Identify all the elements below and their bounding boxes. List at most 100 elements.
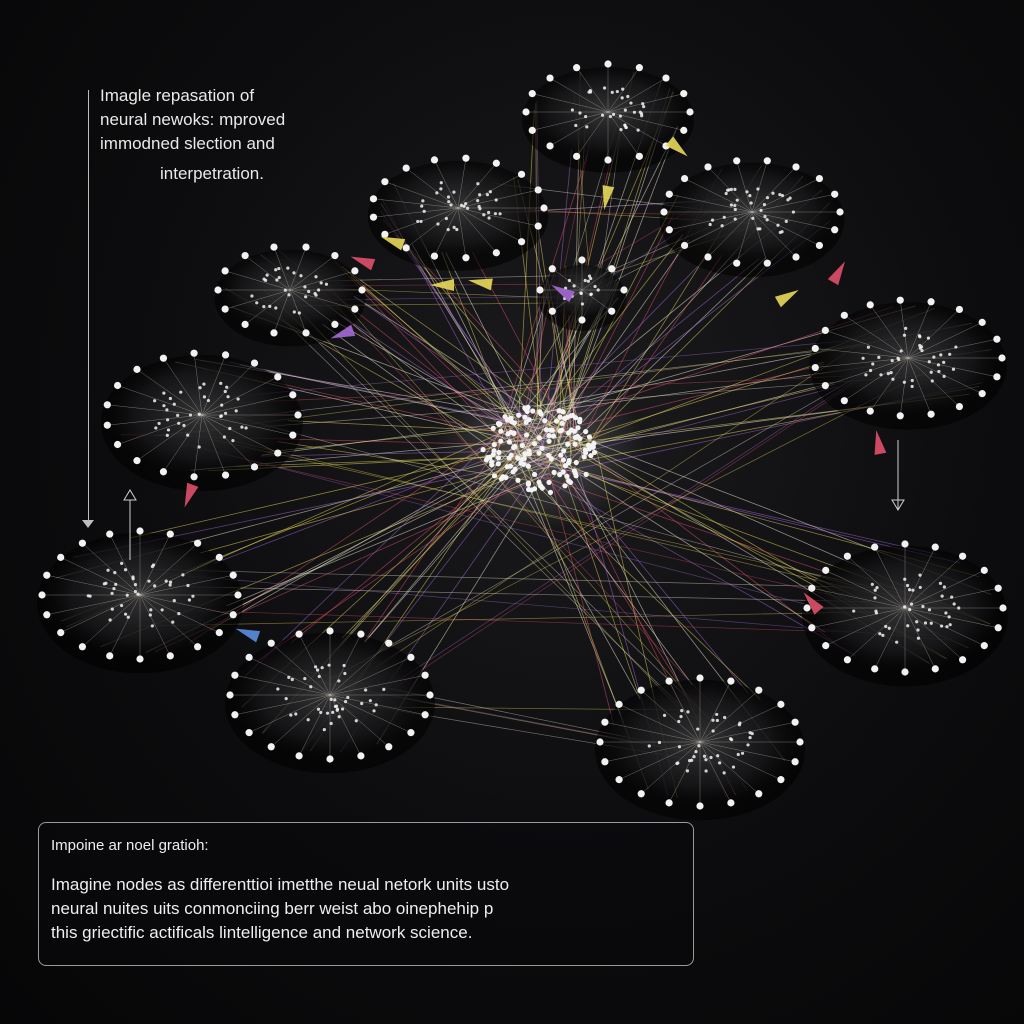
spoke-line [669,193,753,213]
spoke-line [298,634,331,696]
network-node-icon [166,418,170,422]
network-node-icon [932,355,936,359]
network-node-icon [904,326,908,330]
network-node-icon [916,628,920,632]
triangle-arrowhead-icon [350,256,376,271]
spoke-line [825,607,906,646]
spoke-line [60,557,141,596]
spoke-line [907,301,932,359]
spoke-line [532,93,609,113]
network-node-icon [150,564,154,569]
network-node-icon [662,74,670,82]
network-node-icon [419,219,423,224]
network-node-icon [788,196,792,200]
network-node-icon [944,611,948,615]
network-node-icon [608,307,616,315]
network-node-icon [784,219,788,223]
spoke-line [46,594,141,616]
network-node-icon [637,790,645,798]
network-node-icon [938,581,943,585]
spoke-line [641,690,701,743]
network-node-icon [948,623,952,627]
network-node-icon [120,603,124,608]
network-node-icon [718,761,722,765]
network-node-icon [635,152,643,160]
network-node-icon [907,588,912,592]
network-node-icon [329,697,333,701]
triangle-arrowhead-icon [184,482,199,508]
network-node-icon [733,259,741,267]
network-node-icon [957,606,961,610]
network-node-icon [866,345,871,349]
network-node-icon [466,206,470,210]
network-node-icon [447,200,451,204]
network-node-icon [890,359,894,363]
network-node-icon [287,293,291,297]
network-node-icon [478,193,482,197]
network-node-icon [583,428,589,435]
network-node-icon [531,486,538,492]
network-node-icon [452,190,456,194]
network-node-icon [222,435,227,439]
network-node-icon [506,439,513,445]
network-node-icon [444,216,448,221]
network-node-icon [133,365,141,373]
network-node-icon [264,278,268,282]
spoke-line [289,255,336,291]
network-node-icon [267,639,275,647]
edge-line [375,330,879,668]
network-node-icon [439,187,443,191]
spoke-line [607,93,684,113]
network-node-icon [786,198,790,202]
network-node-icon [402,164,410,172]
network-node-icon [578,111,582,115]
network-node-icon [936,363,941,367]
cluster [802,540,1008,687]
network-node-icon [106,652,114,660]
network-node-icon [575,425,581,431]
spoke-line [699,741,796,763]
network-node-icon [723,715,727,720]
spoke-line [684,178,753,213]
network-node-icon [168,580,173,584]
network-node-icon [286,266,290,270]
network-node-icon [265,273,269,277]
network-node-icon [815,241,824,250]
network-node-icon [123,612,128,616]
network-node-icon [188,413,193,417]
network-node-icon [704,253,712,261]
network-node-icon [980,642,988,650]
network-node-icon [147,579,151,583]
network-node-icon [843,552,851,560]
network-node-icon [546,438,552,444]
network-node-icon [587,274,592,278]
spoke-line [870,304,909,359]
network-node-icon [994,624,1002,632]
network-node-icon [729,203,734,207]
network-node-icon [686,108,694,116]
network-node-icon [836,208,844,216]
network-node-icon [749,201,753,205]
network-node-icon [176,413,180,417]
network-node-icon [564,414,571,420]
spoke-line [373,207,459,218]
network-node-icon [523,419,529,425]
network-node-icon [313,665,318,669]
spoke-line [899,357,909,416]
network-node-icon [791,718,799,726]
network-node-icon [498,212,502,216]
network-node-icon [113,440,122,449]
network-node-icon [303,676,307,681]
network-node-icon [578,256,586,264]
network-node-icon [494,198,498,202]
network-node-icon [763,157,771,165]
cluster [367,154,549,271]
network-node-icon [150,624,154,628]
network-node-icon [197,412,201,416]
network-node-icon [604,60,612,68]
network-node-icon [877,355,881,359]
network-node-icon [307,289,311,294]
network-node-icon [562,463,569,469]
spoke-line [899,300,909,359]
network-node-icon [462,254,470,262]
